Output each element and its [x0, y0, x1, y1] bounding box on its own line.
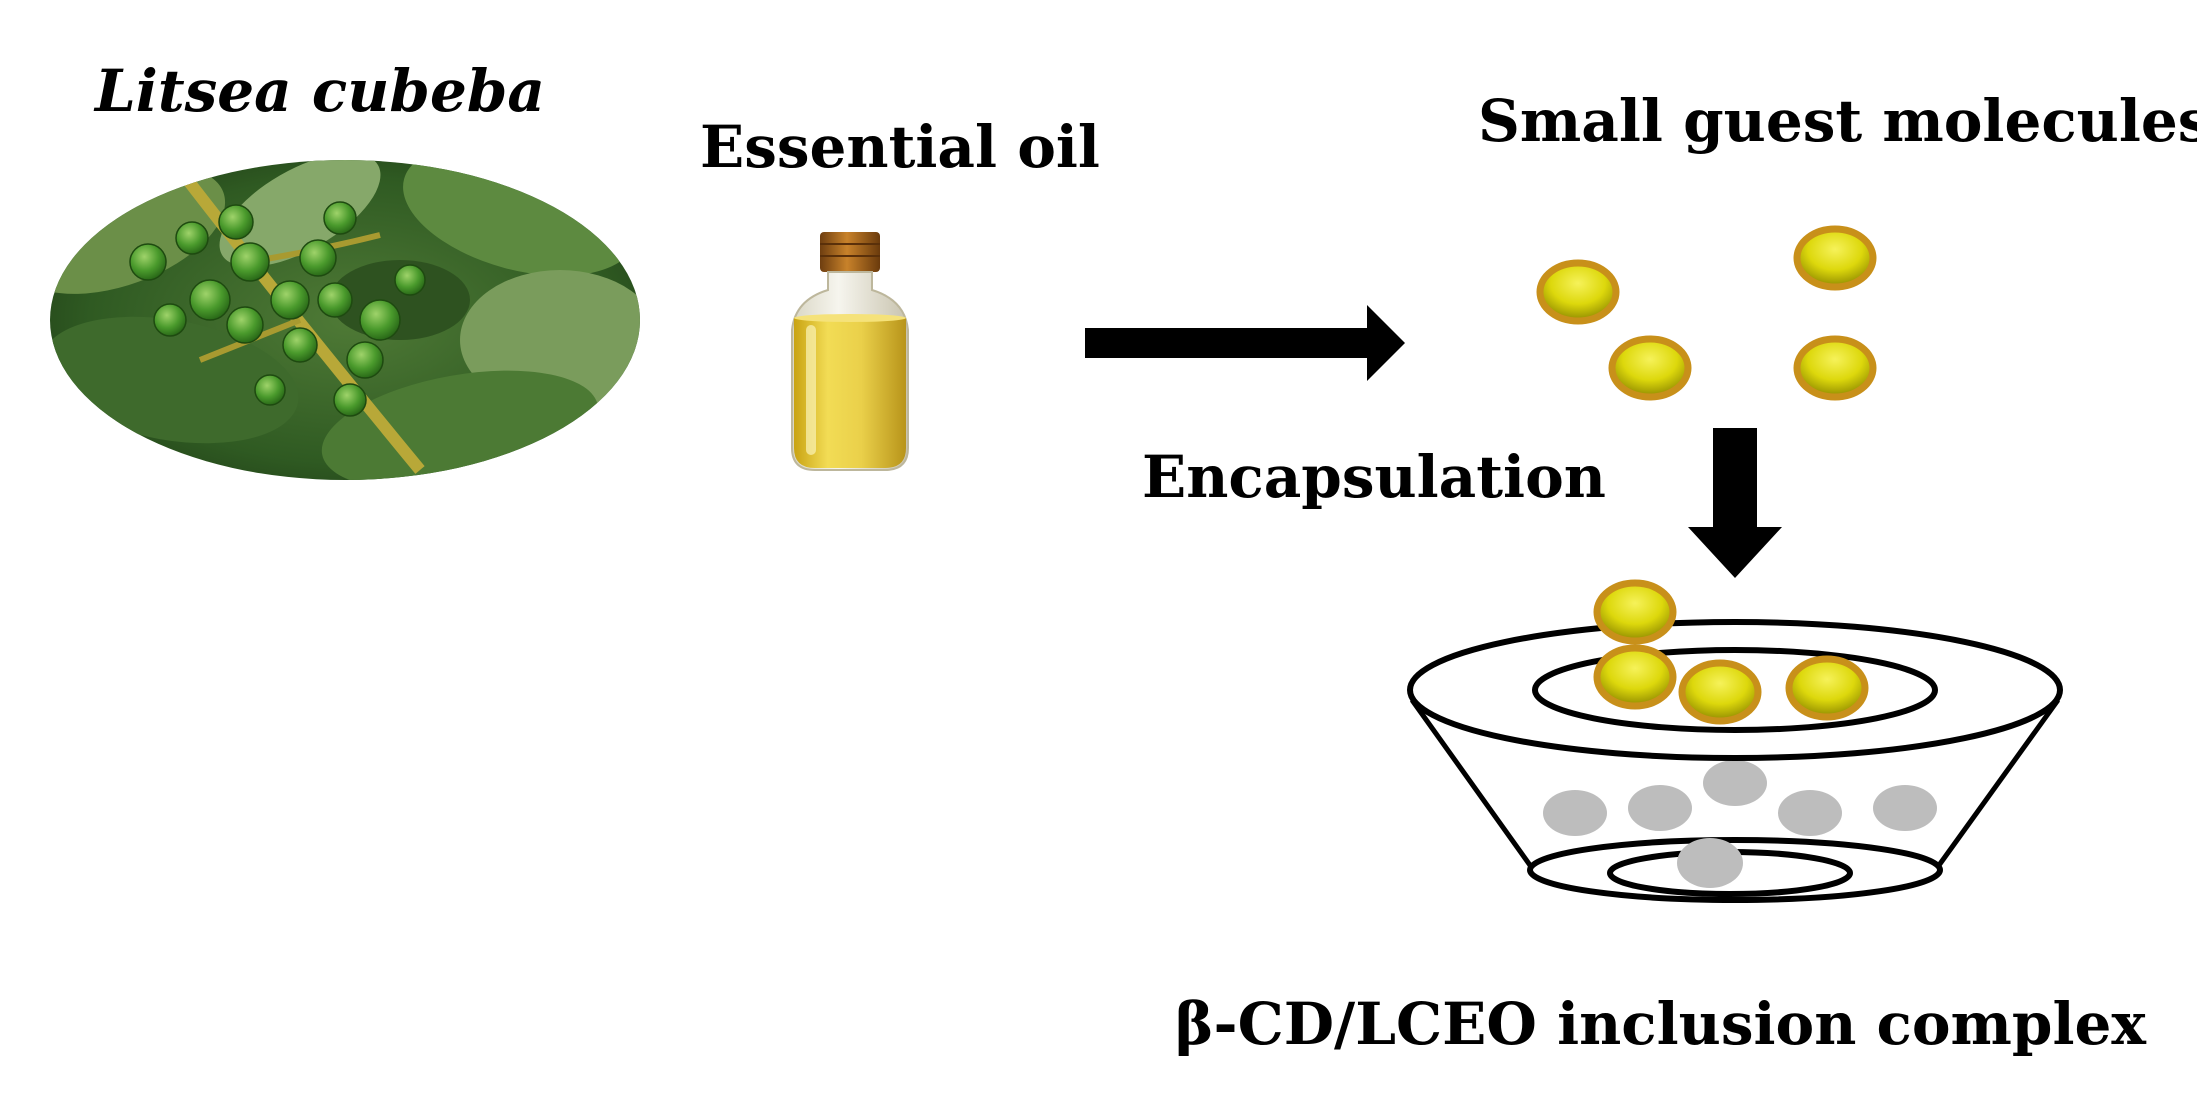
plant-name-label: Litsea cubeba	[95, 57, 546, 125]
guest-molecules-label: Small guest molecules	[1478, 87, 2197, 155]
litsea-cubeba-photo	[50, 160, 640, 480]
essential-oil-label: Essential oil	[700, 113, 1100, 181]
encapsulation-label: Encapsulation	[1142, 443, 1606, 511]
guest-molecule	[1793, 225, 1877, 291]
guest-molecule	[1678, 659, 1762, 725]
beta-cyclodextrin-cavity	[1407, 579, 2063, 903]
guest-molecule	[1608, 335, 1692, 401]
right-arrow	[1085, 305, 1405, 381]
guest-molecule	[1593, 644, 1677, 710]
guest-molecule	[1593, 579, 1677, 645]
guest-molecule	[1785, 655, 1869, 721]
guest-molecules	[1536, 225, 1877, 401]
inclusion-complex-label: β-CD/LCEO inclusion complex	[1175, 990, 2146, 1058]
guest-molecule	[1793, 335, 1877, 401]
essential-oil-bottle-icon	[791, 232, 909, 471]
down-arrow	[1688, 428, 1782, 578]
guest-molecule	[1536, 259, 1620, 325]
